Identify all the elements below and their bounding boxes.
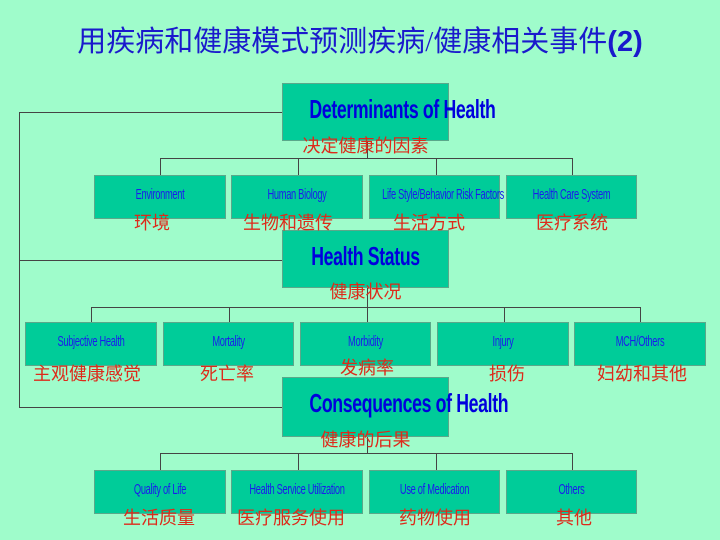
box-label: Health Care System: [532, 186, 611, 203]
health-status-box: Health Status: [282, 230, 449, 288]
box-label: Life Style/Behavior Risk Factors: [382, 186, 504, 203]
connector: [160, 453, 573, 454]
connector: [436, 453, 437, 470]
use-of-medication-box: Use of Medication: [369, 470, 500, 514]
morbidity-box: Morbidity: [300, 322, 431, 366]
box-label: Quality of Life: [133, 481, 187, 498]
slide-title: 用疾病和健康模式预测疾病/健康相关事件(2): [0, 18, 720, 60]
connector: [367, 437, 368, 453]
box-label: Injury: [492, 333, 514, 350]
box-zh: 生活质量: [123, 508, 195, 529]
box-zh: 生物和遗传: [243, 213, 333, 234]
connector: [19, 260, 282, 261]
box-zh: 医疗系统: [536, 213, 608, 234]
box-zh: 死亡率: [200, 364, 254, 385]
connector: [91, 307, 641, 308]
connector: [298, 453, 299, 470]
quality-of-life-box: Quality of Life: [94, 470, 226, 514]
health-status-label: Health Status: [311, 241, 420, 271]
box-zh: 其他: [556, 508, 592, 529]
box-label: Others: [558, 481, 585, 498]
connector: [572, 453, 573, 470]
connector: [367, 141, 368, 158]
determinants-box: Determinants of Health: [282, 83, 496, 141]
box-zh: 主观健康感觉: [33, 364, 141, 385]
box-zh: 妇幼和其他: [597, 364, 687, 385]
box-zh: 环境: [134, 213, 170, 234]
connector: [572, 158, 573, 175]
connector: [160, 158, 573, 159]
box-label: Health Service Utilization: [249, 481, 345, 498]
connector: [298, 158, 299, 175]
connector: [367, 288, 368, 307]
box-zh: 生活方式: [393, 213, 465, 234]
determinants-label: Determinants of Health: [309, 94, 496, 124]
box-label: Human Biology: [267, 186, 327, 203]
box-label: Use of Medication: [399, 481, 470, 498]
health-service-utilization-box: Health Service Utilization: [231, 470, 363, 514]
connector: [436, 158, 437, 175]
connector: [19, 407, 282, 408]
health-care-system-box: Health Care System: [506, 175, 637, 219]
connector: [367, 307, 368, 322]
connector: [91, 307, 92, 322]
mch-others-box: MCH/Others: [574, 322, 706, 366]
box-zh: 损伤: [489, 364, 525, 385]
connector: [160, 158, 161, 175]
lifestyle-box: Life Style/Behavior Risk Factors: [369, 175, 504, 219]
title-suffix: (2): [607, 26, 643, 58]
mortality-box: Mortality: [163, 322, 294, 366]
box-label: MCH/Others: [615, 333, 665, 350]
consequences-zh: 健康的后果: [320, 430, 411, 451]
box-zh: 医疗服务使用: [237, 508, 345, 529]
connector: [19, 112, 282, 113]
box-label: Subjective Health: [57, 333, 125, 350]
box-label: Environment: [135, 186, 185, 203]
determinants-zh: 决定健康的因素: [302, 136, 429, 157]
box-zh: 发病率: [340, 358, 394, 379]
box-label: Mortality: [212, 333, 245, 350]
health-status-zh: 健康状况: [329, 282, 402, 303]
connector: [504, 307, 505, 322]
injury-box: Injury: [437, 322, 569, 366]
connector: [229, 307, 230, 322]
title-text: 用疾病和健康模式预测疾病/健康相关事件: [77, 26, 608, 58]
human-biology-box: Human Biology: [231, 175, 363, 219]
connector: [640, 307, 641, 322]
subjective-health-box: Subjective Health: [25, 322, 157, 366]
environment-box: Environment: [94, 175, 226, 219]
box-label: Morbidity: [348, 333, 383, 350]
consequences-box: Consequences of Health: [282, 377, 509, 437]
consequences-label: Consequences of Health: [309, 388, 509, 418]
box-zh: 药物使用: [399, 508, 471, 529]
others-box: Others: [506, 470, 637, 514]
connector: [160, 453, 161, 470]
